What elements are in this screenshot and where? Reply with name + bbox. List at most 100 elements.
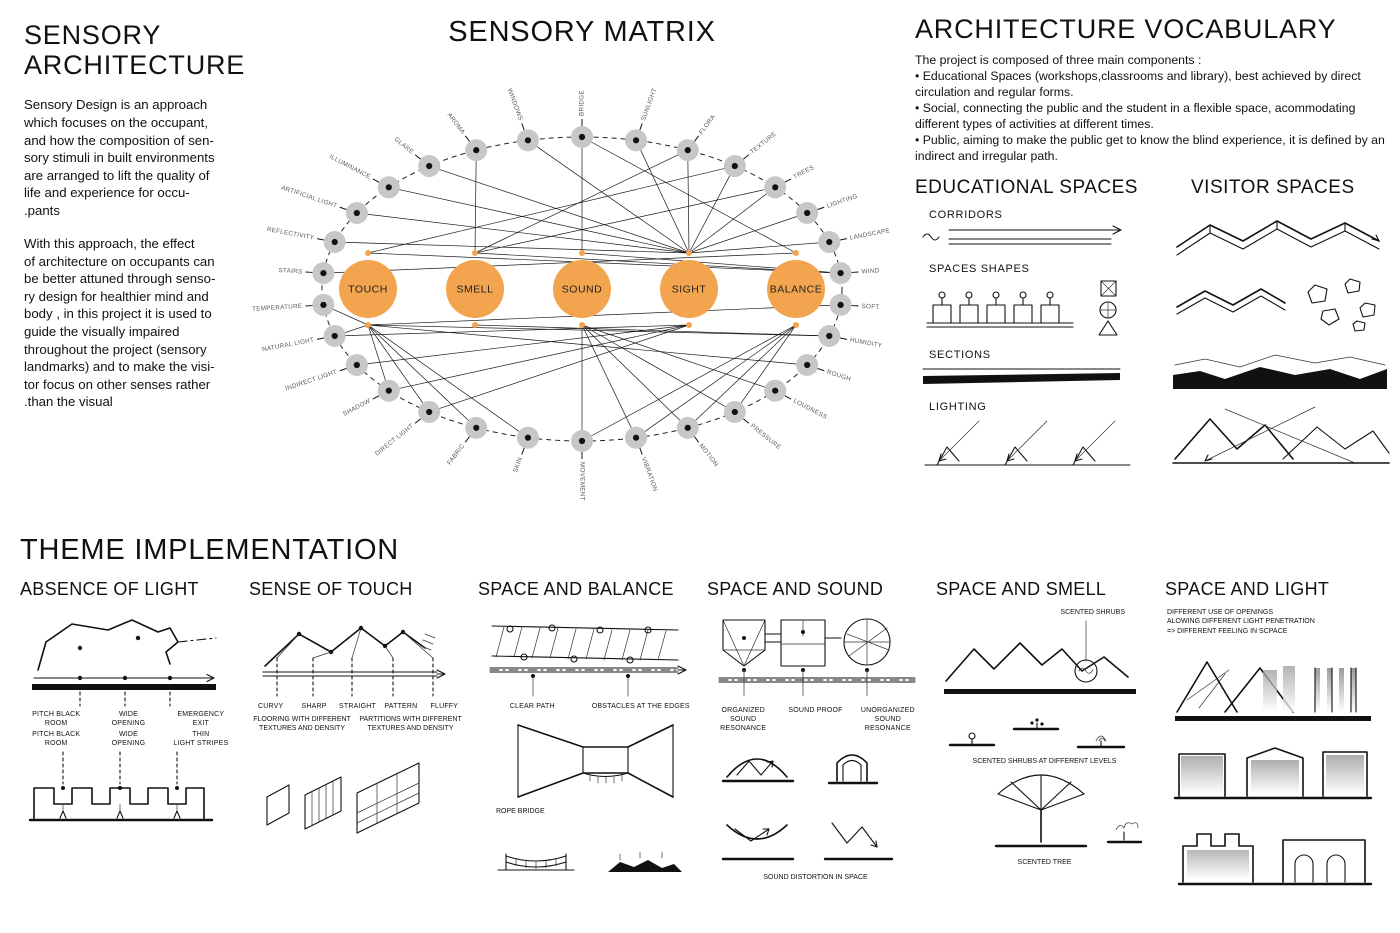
matrix-node-tick [639,447,643,455]
matrix-node-label: SOFT [861,303,879,311]
matrix-node-label: SHADOW [342,398,372,418]
sensory-architecture-section: SENSORY ARCHITECTURE Sensory Design is a… [24,20,246,411]
matrix-node-tick [784,178,792,183]
edu-item-label: LIGHTING [929,400,987,413]
sense-node-label: SOUND [562,284,602,296]
page-title: SENSORY ARCHITECTURE [24,20,246,81]
corridors-sketch [922,225,1122,245]
matrix-node-label: WINDOWS [506,88,524,122]
matrix-node-dot [804,209,811,217]
matrix-connection [581,324,637,438]
matrix-node-dot [524,137,532,144]
label: SHARP [301,703,327,710]
sense-stub-top [579,250,585,256]
sense-node-touch [339,260,397,318]
matrix-node-dot [804,361,811,369]
matrix-node-label: LANDSCAPE [849,227,890,242]
matrix-node-label: DIRECT LIGHT [374,423,415,458]
sections-sketch [922,368,1121,384]
matrix-node-label: SUNLIGHT [640,87,658,122]
matrix-connection [367,324,529,438]
theme-column-space-and-light: SPACE AND LIGHT DIFFERENT USE OF OPENING… [1165,579,1382,894]
architecture-vocabulary-section: ARCHITECTURE VOCABULARY The project is c… [915,14,1393,473]
matrix-node-tick [316,238,325,241]
label: FLUFFY [430,703,459,710]
label: PITCH BLACK ROOM [32,731,81,748]
theme-column-space-and-sound: SPACE AND SOUND [707,579,924,894]
matrix-node-tick [316,337,325,340]
sense-stub-bottom [579,322,585,328]
matrix-connection [474,150,477,254]
theme-column-absence-of-light: ABSENCE OF LIGHT PITCH BLACK ROOM WIDE O… [20,579,237,894]
scented-shrubs-label: SCENTED SHRUBS [1060,609,1125,616]
sense-stub-bottom [686,322,692,328]
touch-partitions-sketch [266,762,420,834]
edu-item-label: SPACES SHAPES [929,262,1030,275]
matrix-connection [429,324,690,413]
absence-labels-row-1: PITCH BLACK ROOM WIDE OPENING EMERGENCY … [20,710,237,728]
edu-item-label: CORRIDORS [929,208,1003,221]
matrix-node-dot [837,270,844,277]
matrix-node-label: ILLUMINANCE [328,153,372,180]
label: CLEAR PATH [509,703,555,710]
smell-shelves-sketch [948,718,1126,749]
matrix-connection [688,241,830,254]
theme-column-title: SENSE OF TOUCH [249,579,413,599]
label: PITCH BLACK ROOM [32,711,81,728]
spaces-shapes-sketch [926,280,1118,336]
matrix-node-tick [694,436,700,443]
matrix-ring [321,136,843,442]
visitor-sketch-ribbon-path [1176,220,1380,256]
matrix-connection [367,304,841,326]
matrix-node-dot [826,332,833,340]
visitor-spaces-title: VISITOR SPACES [1191,176,1355,198]
sense-node-label: SIGHT [672,284,707,296]
sound-distortion-caption: SOUND DISTORTION IN SPACE [763,874,868,882]
touch-roofline-sketch [262,625,446,697]
matrix-connection [367,165,735,254]
label: UNORGANIZED SOUND RESONANCE [860,707,915,733]
educational-spaces-section: EDUCATIONAL SPACES CORRIDORS SPACES SHAP… [915,177,1165,473]
sound-plan-sketch [718,618,916,697]
matrix-connection [581,136,797,254]
theme-title: THEME IMPLEMENTATION [20,534,400,566]
sense-stub-bottom [793,322,799,328]
visitor-sketch-path-and-polygons [1176,278,1376,332]
sound-resonance-sketch [721,754,879,785]
matrix-node-dot [772,387,779,394]
matrix-node-dot [320,301,327,308]
sense-node-label: TOUCH [348,284,388,296]
matrix-node-dot [578,437,586,445]
matrix-node-label: SKIN [512,456,524,473]
label: WIDE OPENING [111,711,146,728]
matrix-node-label: VIBRATION [640,456,659,493]
matrix-connection [474,324,830,337]
sense-stub-bottom [472,322,478,328]
matrix-node-label: ROUGH [826,369,852,384]
matrix-node-dot [331,238,338,246]
matrix-node-dot [632,434,640,441]
matrix-node-tick [743,154,750,160]
label: SOUND PROOF [788,707,843,714]
matrix-node-tick [639,123,643,131]
matrix-node-label: NATURAL LIGHT [262,337,315,354]
matrix-connection [334,241,690,254]
matrix-connection [581,324,797,442]
matrix-connection [367,252,841,274]
space-and-light-note: DIFFERENT USE OF OPENINGS ALOWING DIFFER… [1167,609,1315,635]
intro-paragraph-1: Sensory Design is an approach which focu… [24,97,215,218]
sense-node-sound [553,260,611,318]
matrix-node-dot [426,162,433,170]
sense-node-sight [660,260,718,318]
rope-bridge-sketch [497,851,682,873]
matrix-node-tick [339,206,347,210]
matrix-node-label: INDIRECT LIGHT [285,369,339,393]
scented-shrubs-levels-caption: SCENTED SHRUBS AT DIFFERENT LEVELS [972,758,1117,766]
theme-implementation-section: THEME IMPLEMENTATION ABSENCE OF LIGHT PI… [20,534,1388,894]
matrix-node-label: FABRIC [446,442,467,466]
matrix-connection [688,165,736,254]
matrix-node-tick [372,395,380,400]
touch-captions: FLOORING WITH DIFFERENT TEXTURES AND DEN… [249,715,466,733]
